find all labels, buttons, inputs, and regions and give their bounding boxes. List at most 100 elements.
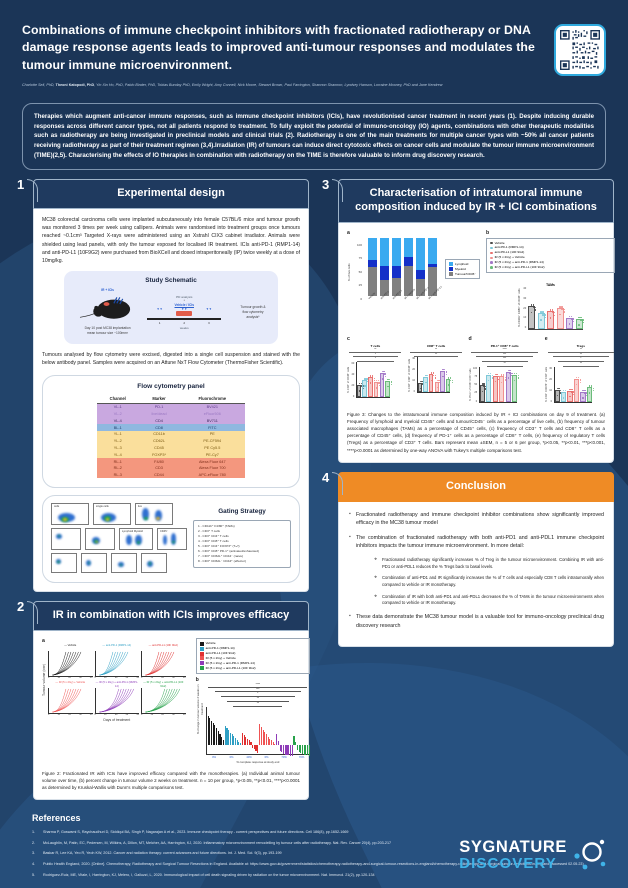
data-point bbox=[515, 375, 518, 377]
waterfall-bar bbox=[255, 744, 257, 752]
section-conclusion: 4 Conclusion Fractionated radiotherapy a… bbox=[319, 470, 614, 648]
reference-text: Public Health England, 2020. [Online]. C… bbox=[43, 862, 584, 867]
data-point bbox=[514, 372, 516, 374]
cell-fluor: PE Cy5.5 bbox=[204, 445, 221, 450]
data-bar bbox=[373, 380, 381, 398]
schematic-ir-label: IR + ICIs bbox=[101, 288, 114, 293]
cell-marker: CD62L bbox=[153, 439, 165, 444]
waterfall-bar bbox=[219, 733, 221, 745]
data-point bbox=[551, 311, 554, 314]
waterfall-bar bbox=[238, 741, 240, 745]
data-point bbox=[577, 376, 580, 379]
data-point bbox=[588, 385, 591, 387]
cell-channel: YL-1 bbox=[113, 432, 122, 437]
ytick: 30 bbox=[549, 366, 553, 370]
data-point bbox=[579, 381, 581, 383]
reference-text: Sharma P, Goswami S, Raychaudhuri D, Sid… bbox=[43, 830, 349, 835]
data-bar bbox=[547, 309, 556, 330]
waterfall-bar bbox=[284, 744, 286, 755]
waterfall-bar bbox=[216, 728, 218, 745]
legend-item: anti-PD-1 (RMP1-14) bbox=[199, 646, 306, 651]
waterfall-bar bbox=[286, 744, 288, 756]
data-point bbox=[366, 380, 368, 382]
flow-dot-plot: live bbox=[135, 503, 173, 526]
ytick: 0 bbox=[413, 390, 416, 394]
data-bar bbox=[554, 387, 562, 402]
data-point bbox=[586, 392, 588, 394]
data-point bbox=[517, 375, 519, 377]
waterfall-bar bbox=[278, 741, 280, 745]
ytick: 20 bbox=[523, 306, 527, 310]
significance-bar: *** bbox=[481, 357, 528, 363]
data-point bbox=[387, 386, 389, 388]
data-point bbox=[540, 319, 542, 321]
data-point bbox=[582, 397, 584, 399]
data-point bbox=[436, 386, 438, 389]
waterfall-bar bbox=[300, 744, 302, 754]
waterfall-bar bbox=[281, 744, 283, 753]
data-point bbox=[573, 393, 575, 395]
data-point bbox=[558, 387, 560, 389]
ytick: 100 bbox=[357, 242, 363, 247]
data-point bbox=[578, 324, 580, 326]
ytick: 40 bbox=[351, 373, 355, 377]
waterfall-bar bbox=[274, 743, 276, 745]
data-point bbox=[564, 392, 567, 394]
waterfall-bar bbox=[228, 730, 230, 745]
data-point bbox=[514, 379, 516, 382]
data-bar bbox=[434, 379, 442, 393]
data-point bbox=[534, 306, 537, 309]
data-point bbox=[385, 375, 387, 378]
data-point bbox=[360, 383, 362, 385]
col-marker: Marker bbox=[138, 394, 180, 404]
data-bar bbox=[492, 373, 500, 402]
legend-label: Tumour/CD45⁻ bbox=[455, 271, 476, 276]
data-point bbox=[572, 320, 575, 323]
waterfall-bar bbox=[231, 734, 233, 745]
reference-item: 1. Sharma P, Goswami S, Raychaudhuri D, S… bbox=[32, 829, 606, 835]
waterfall-bar bbox=[245, 736, 247, 745]
bar-segment bbox=[380, 237, 390, 266]
panel-b-ylabel: % CD11b⁺ F4/80⁺ of CD45⁺ cells bbox=[518, 288, 522, 328]
waterfall-bar bbox=[265, 734, 267, 745]
legend-item: IR (5 x 2Gy) + anti-PD-1 (RMP1-14) bbox=[489, 260, 611, 265]
legend-label: IR (5 x 2Gy) + Vehicle bbox=[494, 255, 525, 260]
data-point bbox=[483, 383, 485, 385]
section-immune-composition: 3 Characterisation of intratumoral immun… bbox=[319, 177, 615, 463]
significance-bar: ** bbox=[562, 362, 599, 367]
reference-number: 2. bbox=[32, 840, 36, 845]
study-schematic-title: Study Schematic bbox=[145, 277, 197, 285]
gating-legend-item: 7 - CD3⁺ CD62L⁺ CD44⁻ (naive) bbox=[198, 554, 244, 559]
bar-segment bbox=[428, 237, 438, 264]
chart-title: — IR (5 x 2Gy) + anti-PD-L1 (10F 9G2) bbox=[143, 681, 184, 688]
reference-number: 1. bbox=[32, 830, 36, 835]
waterfall-bar bbox=[272, 742, 274, 745]
waterfall-bar bbox=[229, 732, 231, 745]
data-point bbox=[488, 372, 490, 374]
gating-legend-item: 4 - CD3⁺ CD8⁺ T cells bbox=[198, 539, 229, 544]
panel-d-chart: PD-1⁺ CD8⁺ T cells************% PD-1⁺ of… bbox=[469, 342, 541, 405]
legend-item: Vehicle bbox=[489, 241, 611, 246]
significance-bar: * bbox=[353, 353, 398, 358]
data-point bbox=[377, 382, 379, 384]
section-number-3: 3 bbox=[319, 177, 343, 203]
panel-letter-a: a bbox=[42, 638, 45, 645]
reference-number: 3. bbox=[32, 851, 36, 856]
ytick: 30 bbox=[412, 357, 416, 361]
legend-label: IR (5 x 2Gy) + anti-PD-L1 (10F 9G2) bbox=[205, 665, 256, 670]
data-point bbox=[575, 376, 578, 379]
fig2b-y-axis-title: % change in tumour volume 2 weeks on tre… bbox=[195, 684, 204, 734]
qr-code-container[interactable] bbox=[554, 24, 606, 76]
data-point bbox=[447, 377, 450, 379]
data-point bbox=[532, 306, 535, 309]
legend-label: IR (5 x 2Gy) + anti-PD-1 (RMP1-14) bbox=[494, 260, 544, 265]
data-point bbox=[494, 380, 496, 383]
data-point bbox=[377, 380, 379, 382]
chart-title: — IR (5 x 2Gy) + Vehicle bbox=[55, 681, 86, 685]
